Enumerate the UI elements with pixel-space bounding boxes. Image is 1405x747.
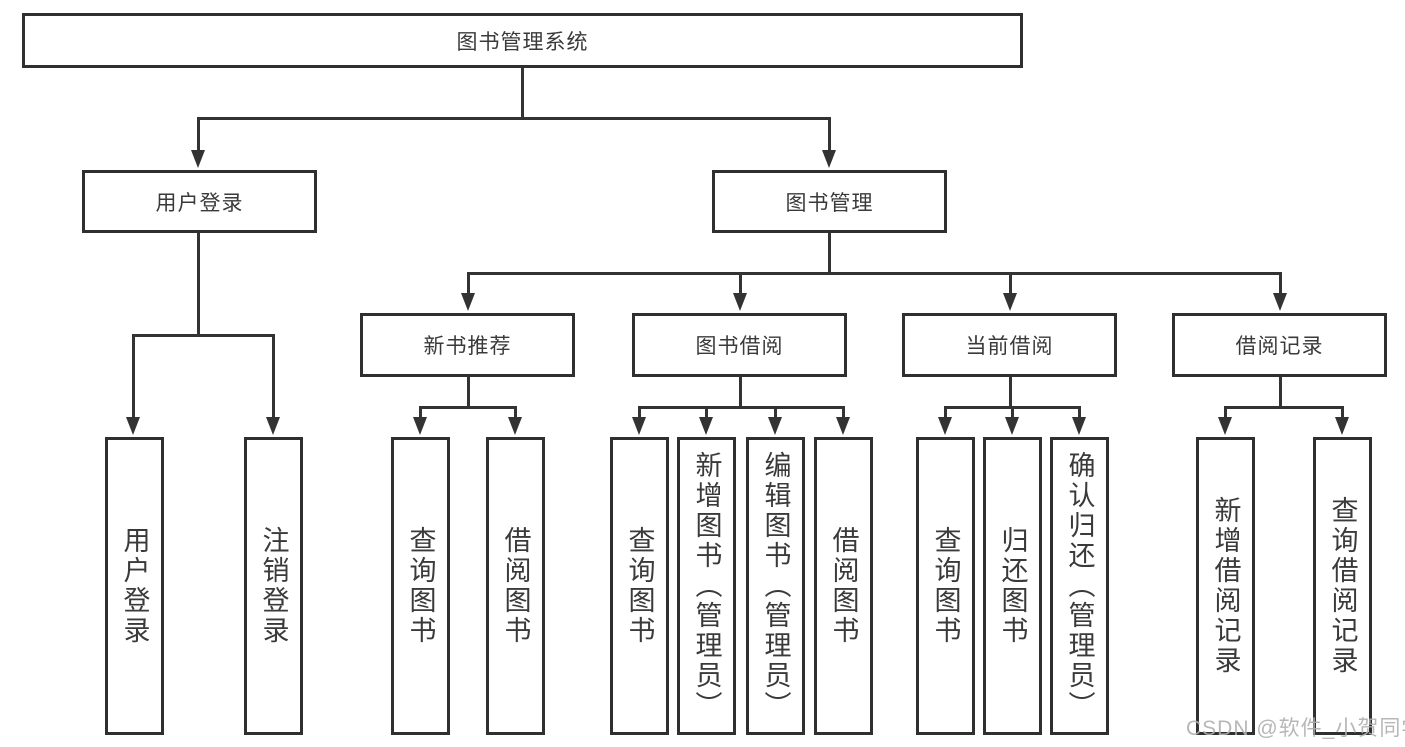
arrowhead-down [461,293,475,311]
arrowhead-down [822,150,836,168]
arrowhead-down [1335,417,1349,435]
connector-line [1340,405,1344,419]
connector-line [943,405,947,419]
leaf-borrow-books-recommend: 借阅图书 [485,437,545,735]
connector-line [196,116,831,120]
connector-line [418,405,422,419]
arrowhead-down [938,417,952,435]
connector-line [738,271,742,295]
connector-line [773,405,777,419]
connector-line [1008,377,1012,407]
leaf-user-login: 用户登录 [104,437,164,735]
arrowhead-down [1005,417,1019,435]
connector-line [637,405,845,409]
connector-line [131,333,135,418]
connector-line [1223,405,1344,409]
arrowhead-down [508,417,522,435]
arrowhead-down [836,417,850,435]
connector-line [841,405,845,419]
connector-line [418,405,517,409]
arrowhead-down [699,417,713,435]
arrowhead-down [413,417,427,435]
leaf-query-books-borrow: 查询图书 [609,437,669,735]
watermark: CSDN @软件_小贺同学 [1186,717,1405,740]
leaf-query-books-current: 查询图书 [915,437,975,735]
node-book-borrowing: 图书借阅 [632,313,847,377]
connector-line [704,405,708,419]
arrowhead-down [191,150,205,168]
connector-line [521,68,524,118]
leaf-confirm-return-admin: 确认归还（管理员） [1049,437,1109,735]
connector-line [196,116,200,153]
leaf-add-book-admin: 新增图书（管理员） [676,437,736,735]
leaf-return-books: 归还图书 [982,437,1042,735]
node-book-management: 图书管理 [712,170,947,233]
connector-line [1008,271,1012,295]
arrowhead-down [632,417,646,435]
arrowhead-down [733,293,747,311]
node-borrowing-records: 借阅记录 [1172,313,1387,377]
leaf-logout: 注销登录 [243,437,303,735]
node-current-borrowing: 当前借阅 [902,313,1117,377]
leaf-query-books-recommend: 查询图书 [390,437,450,735]
connector-line [513,405,517,419]
leaf-borrow-books-borrow: 借阅图书 [813,437,873,735]
leaf-add-borrow-record: 新增借阅记录 [1195,437,1255,735]
arrowhead-down [1218,417,1232,435]
arrowhead-down [1273,293,1287,311]
connector-line [466,271,470,295]
node-user-login: 用户登录 [82,170,317,233]
leaf-query-borrow-record: 查询借阅记录 [1312,437,1372,735]
leaf-edit-book-admin: 编辑图书（管理员） [745,437,805,735]
arrowhead-down [1072,417,1086,435]
arrowhead-down [126,417,140,435]
connector-line [271,333,275,418]
arrowhead-down [768,417,782,435]
arrowhead-down [266,417,280,435]
node-new-book-recommendation: 新书推荐 [360,313,575,377]
connector-line [1278,271,1282,295]
connector-line [738,377,742,407]
connector-line [196,233,200,335]
connector-line [827,233,831,273]
connector-line [1278,377,1282,407]
connector-line [637,405,641,419]
connector-line [1223,405,1227,419]
connector-line [131,333,275,337]
connector-line [1010,405,1014,419]
connector-line [1077,405,1081,419]
connector-line [466,271,1282,275]
arrowhead-down [1003,293,1017,311]
connector-line [466,377,470,407]
node-library-management-system: 图书管理系统 [22,13,1023,68]
connector-line [827,116,831,153]
